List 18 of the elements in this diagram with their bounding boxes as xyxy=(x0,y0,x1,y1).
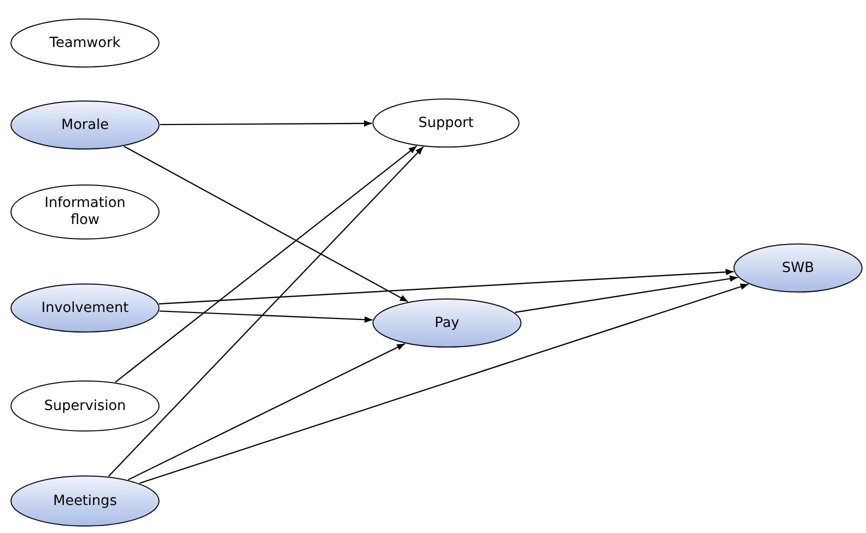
node-label: SWB xyxy=(782,260,814,276)
node-label: Pay xyxy=(434,314,460,332)
arrow xyxy=(128,343,406,480)
arrow xyxy=(114,145,418,383)
arrow xyxy=(514,276,738,313)
node-label: Morale xyxy=(61,116,109,134)
arrow xyxy=(124,146,408,302)
node-label: Meetings xyxy=(53,492,117,510)
node-label: Teamwork xyxy=(50,34,120,52)
arrow xyxy=(158,268,734,304)
node-label: Information flow xyxy=(43,195,127,229)
arrow xyxy=(160,120,372,127)
node-label: Supervision xyxy=(44,398,126,414)
arrow xyxy=(139,284,749,484)
arrow xyxy=(159,310,373,323)
node-label: Support xyxy=(418,114,474,132)
arrow xyxy=(108,146,424,477)
node-label: Involvement xyxy=(41,300,129,316)
